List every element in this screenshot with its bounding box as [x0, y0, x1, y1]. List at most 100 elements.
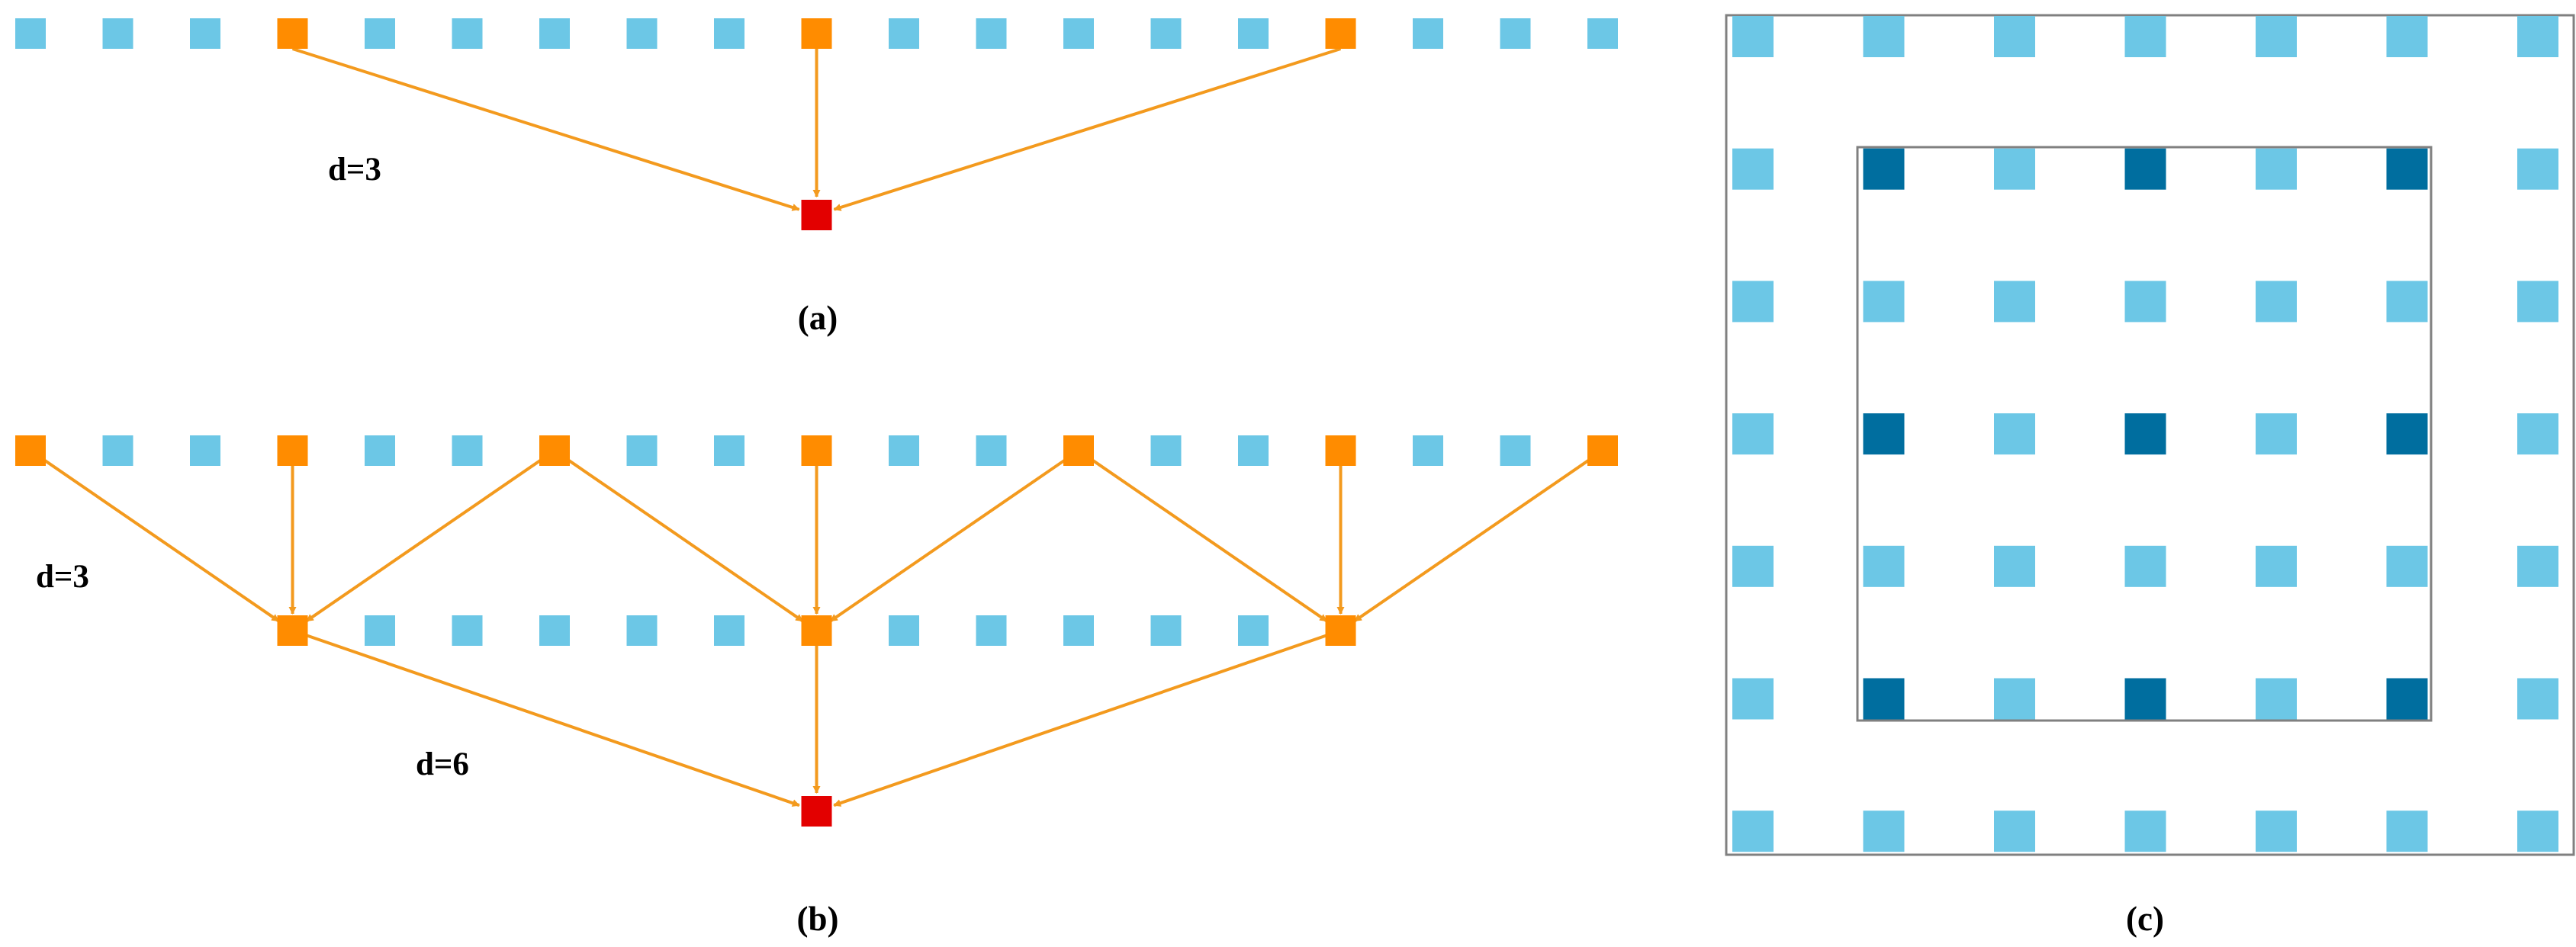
panel-b-dilation-label-upper: d=6: [416, 746, 469, 782]
panel-a-input-row: [15, 18, 1618, 49]
input-cell: [889, 18, 919, 49]
arrow: [833, 634, 1327, 807]
grid-cell: [2256, 148, 2297, 190]
grid-cell: [2256, 678, 2297, 720]
grid-cell: [2256, 16, 2297, 57]
grid-cell: [1732, 413, 1774, 455]
panel-a-output-cell: [801, 200, 832, 230]
input-cell: [626, 18, 658, 49]
kernel-cell: [1863, 413, 1905, 455]
grid-cell: [1863, 545, 1905, 587]
grid-cell: [1994, 545, 2035, 587]
sampled-cell: [277, 615, 308, 646]
input-cell: [15, 18, 46, 49]
input-cell: [1500, 18, 1531, 49]
grid-cell: [1863, 811, 1905, 852]
input-cell: [365, 435, 395, 466]
grid-cell: [2386, 16, 2428, 57]
input-cell: [539, 18, 570, 49]
input-cell: [190, 435, 220, 466]
input-cell: [190, 18, 220, 49]
kernel-cell: [1863, 148, 1905, 190]
kernel-cell: [2386, 413, 2428, 455]
sampled-cell: [15, 435, 46, 466]
arrow: [305, 457, 545, 623]
input-cell: [1063, 18, 1094, 49]
arrow: [291, 47, 800, 211]
input-cell: [1500, 435, 1531, 466]
sampled-cell: [1325, 435, 1356, 466]
arrow: [40, 457, 280, 623]
sampled-cell: [801, 18, 832, 49]
panel-c-outer-frame: [1725, 14, 2575, 856]
input-cell: [714, 18, 744, 49]
panel-b-arrows: [40, 457, 1593, 807]
panel-b-middle-row: [277, 615, 1356, 646]
panel-c-caption: (c): [2126, 900, 2164, 938]
panel-b-output-cell: [801, 796, 832, 827]
sampled-cell: [801, 615, 832, 646]
grid-cell: [1994, 16, 2035, 57]
grid-cell: [2256, 545, 2297, 587]
grid-cell: [1863, 281, 1905, 323]
input-cell: [1150, 435, 1182, 466]
middle-cell: [626, 615, 658, 646]
input-cell: [102, 435, 133, 466]
arrow: [833, 47, 1342, 211]
panel-b-dilation-label-lower: d=3: [36, 559, 89, 595]
panel-b-input-row: [15, 435, 1618, 466]
input-cell: [102, 18, 133, 49]
grid-cell: [2386, 281, 2428, 323]
grid-cell: [1863, 16, 1905, 57]
kernel-cell: [2124, 678, 2166, 720]
sampled-cell: [1063, 435, 1094, 466]
sampled-cell: [1325, 18, 1356, 49]
input-cell: [365, 18, 395, 49]
arrow: [1089, 457, 1328, 623]
grid-cell: [2517, 678, 2558, 720]
grid-cell: [1732, 281, 1774, 323]
panel-a-caption: (a): [798, 299, 838, 337]
grid-cell: [1994, 413, 2035, 455]
input-cell: [1238, 435, 1269, 466]
input-cell: [714, 435, 744, 466]
input-cell: [1238, 18, 1269, 49]
middle-cell: [1150, 615, 1182, 646]
grid-cell: [1732, 16, 1774, 57]
grid-cell: [2256, 811, 2297, 852]
grid-cell: [2517, 811, 2558, 852]
middle-cell: [714, 615, 744, 646]
grid-cell: [2517, 413, 2558, 455]
middle-cell: [365, 615, 395, 646]
grid-cell: [1732, 148, 1774, 190]
grid-cell: [1994, 678, 2035, 720]
panel-a: d=3 (a): [15, 18, 1618, 337]
grid-cell: [2124, 16, 2166, 57]
sampled-cell: [801, 435, 832, 466]
grid-cell: [1732, 678, 1774, 720]
input-cell: [976, 435, 1007, 466]
grid-cell: [2517, 281, 2558, 323]
sampled-cell: [1587, 435, 1618, 466]
grid-cell: [1732, 811, 1774, 852]
panel-b: d=3 d=6 (b): [15, 435, 1618, 938]
input-cell: [976, 18, 1007, 49]
middle-cell: [452, 615, 483, 646]
sampled-cell: [1325, 615, 1356, 646]
kernel-cell: [2386, 678, 2428, 720]
arrow: [306, 634, 800, 807]
middle-cell: [976, 615, 1007, 646]
grid-cell: [2124, 281, 2166, 323]
sampled-cell: [277, 18, 308, 49]
input-cell: [452, 435, 483, 466]
middle-cell: [889, 615, 919, 646]
kernel-cell: [2124, 148, 2166, 190]
arrow: [1353, 457, 1593, 623]
kernel-cell: [2386, 148, 2428, 190]
panel-b-caption: (b): [797, 900, 839, 938]
kernel-cell: [2124, 413, 2166, 455]
arrow: [564, 457, 804, 623]
grid-cell: [2124, 811, 2166, 852]
input-cell: [1413, 435, 1443, 466]
